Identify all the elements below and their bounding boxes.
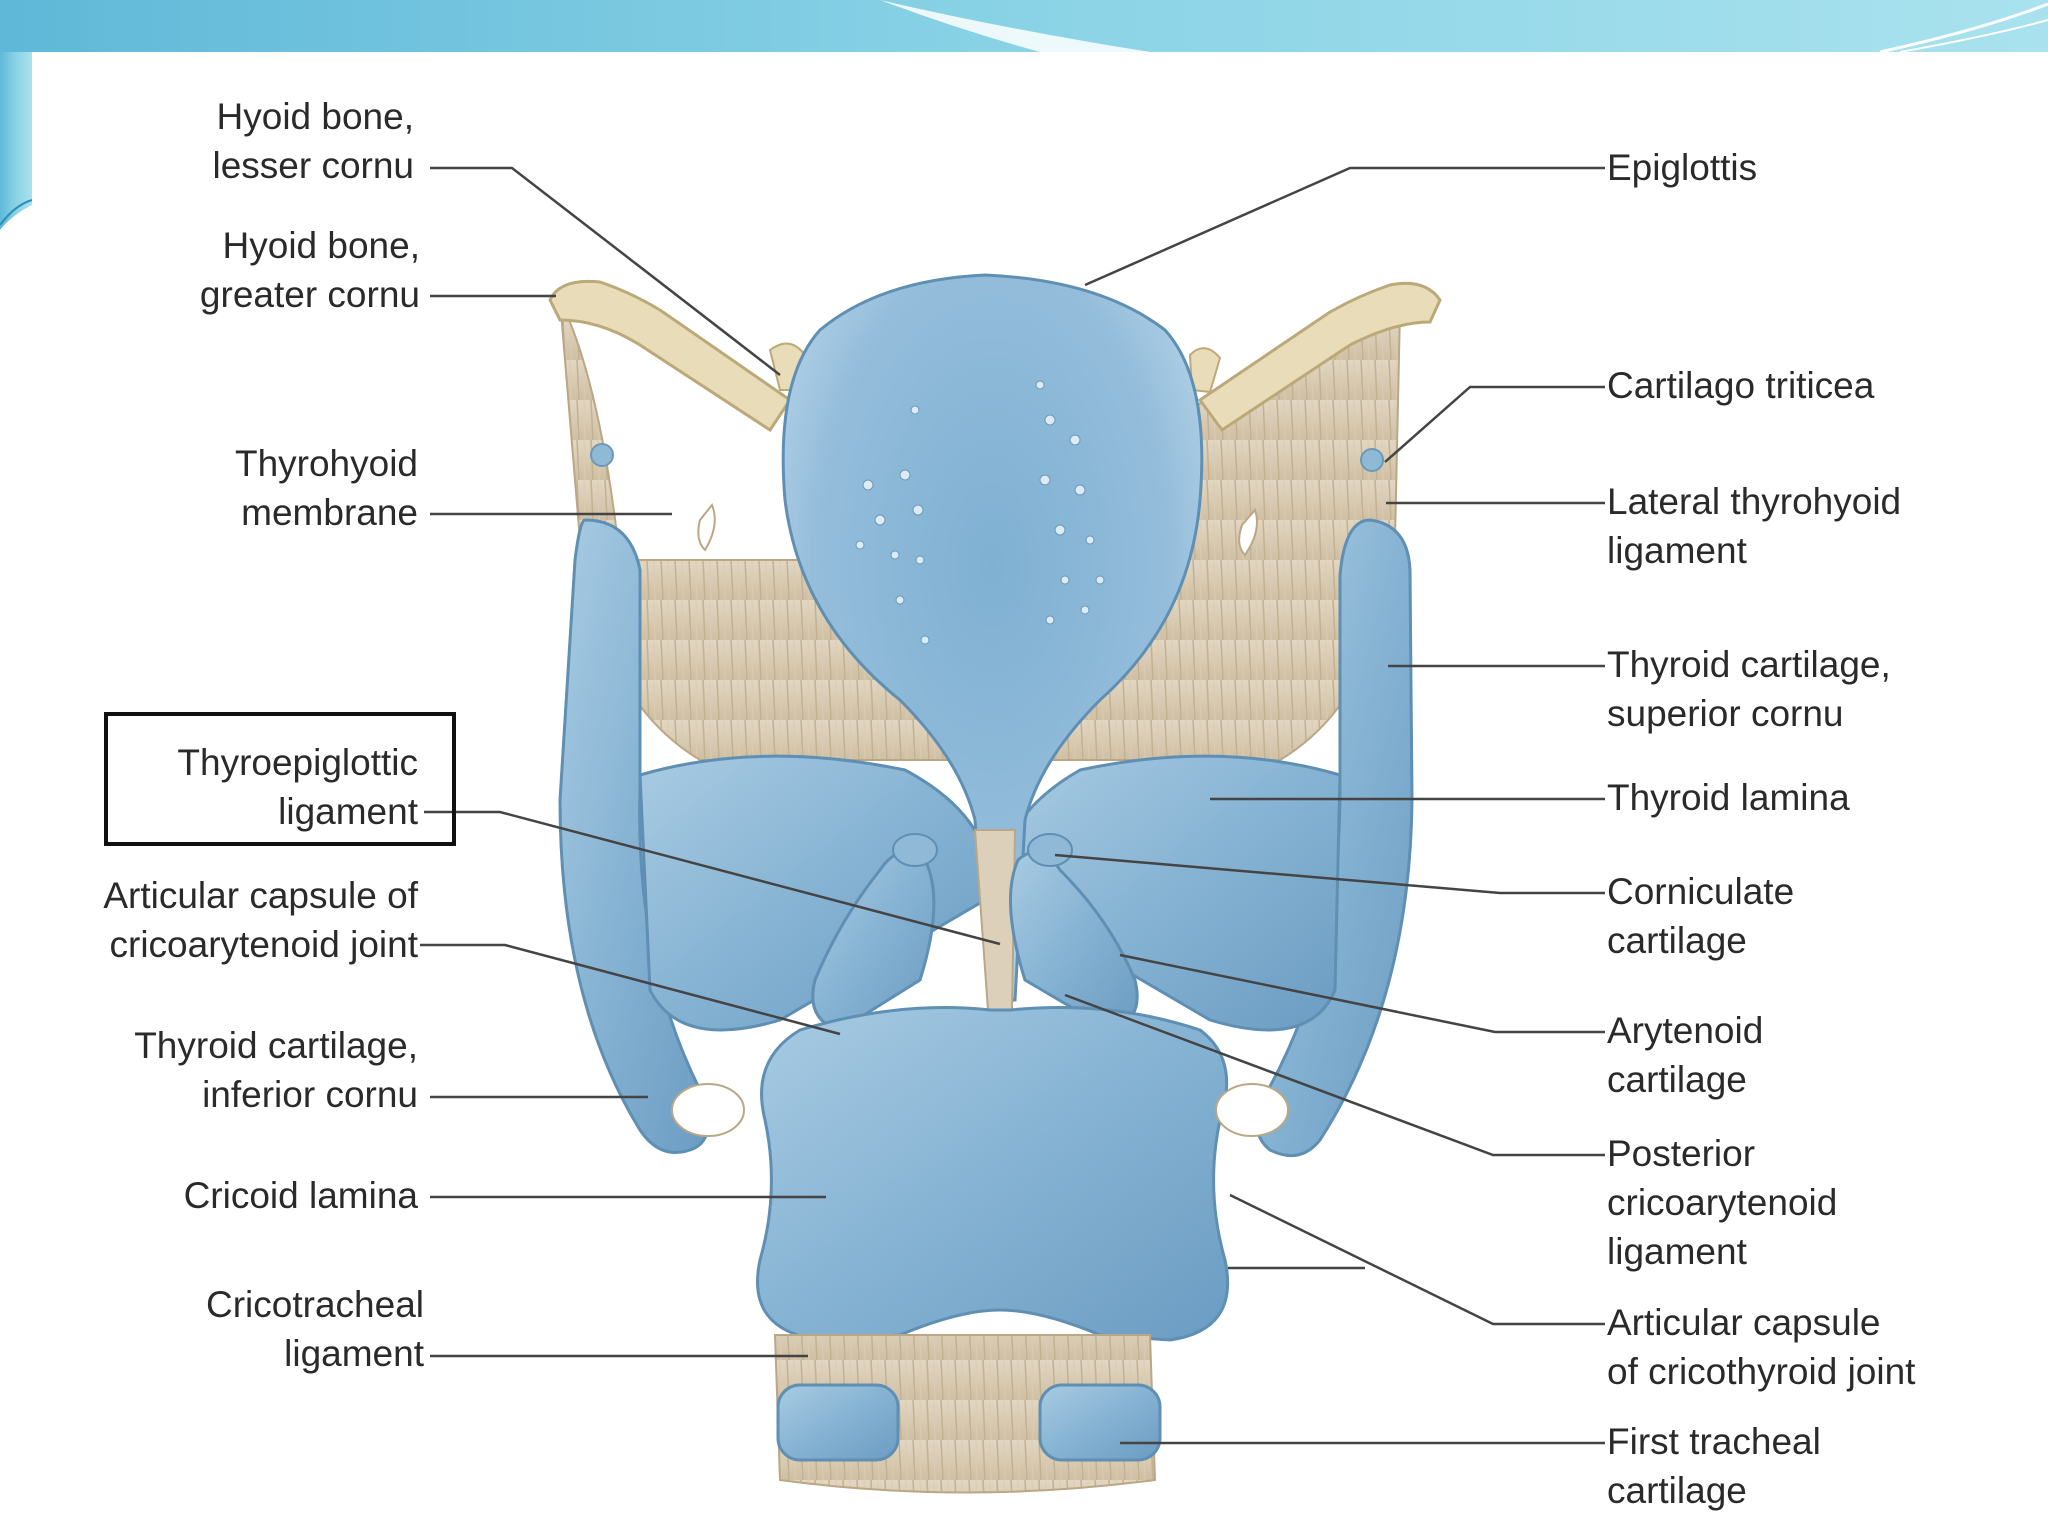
label-articular-capsule-cricothyroid: Articular capsule of cricothyroid joint (1607, 1302, 1916, 1392)
hyoid-lesser-cornu-right (1188, 347, 1222, 394)
label-cricoid-lamina: Cricoid lamina (183, 1175, 418, 1216)
highlight-box (104, 712, 456, 846)
membrane-opening-right (1238, 508, 1258, 557)
label-cricotracheal-ligament: Cricotracheal ligament (206, 1284, 424, 1374)
cartilago-triticea-left (590, 443, 614, 467)
hyoid-greater-cornu-left (548, 279, 793, 433)
leader-thyroepiglottic-ligament (424, 810, 1001, 946)
label-cartilago-triticea: Cartilago triticea (1607, 365, 1875, 406)
hyoid-greater-cornu-right (1197, 281, 1442, 433)
thyroid-lamina-left (638, 754, 992, 1032)
epiglottis-stalk (973, 829, 1017, 1011)
label-hyoid-greater-cornu: Hyoid bone, greater cornu (199, 225, 420, 315)
slide-swoosh-line-3 (0, 199, 33, 226)
leader-arytenoid-cartilage (1119, 953, 1605, 1034)
cricothyroid-gap-right (1215, 1083, 1289, 1137)
label-lateral-thyrohyoid-ligament: Lateral thyrohyoid ligament (1607, 481, 1902, 571)
first-tracheal-cartilage-left (776, 1383, 900, 1462)
slide-swoosh-line (1879, 2, 2048, 54)
label-thyroid-inferior-cornu: Thyroid cartilage, inferior cornu (134, 1025, 418, 1115)
label-articular-capsule-cricoarytenoid: Articular capsule of cricoarytenoid join… (103, 875, 418, 965)
label-first-tracheal-cartilage: First tracheal cartilage (1607, 1421, 1821, 1511)
slide-swoosh-line-2 (1899, 19, 2048, 53)
label-thyroepiglottic-ligament: Thyroepiglottic ligament (177, 742, 418, 832)
label-thyrohyoid-membrane: Thyrohyoid membrane (234, 443, 418, 533)
leader-articular-capsule-cricothyroid (1229, 1193, 1605, 1326)
slide-left-swoosh (0, 52, 32, 230)
cartilago-triticea-right (1360, 448, 1384, 472)
cricothyroid-gap-left (671, 1083, 745, 1137)
first-tracheal-cartilage-right (1038, 1383, 1162, 1462)
corniculate-right (1027, 833, 1073, 867)
leader-epiglottis (1084, 166, 1605, 287)
label-epiglottis: Epiglottis (1607, 147, 1758, 188)
label-arytenoid-cartilage: Arytenoid cartilage (1607, 1010, 1764, 1100)
corniculate-left (892, 833, 938, 867)
label-thyroid-superior-cornu: Thyroid cartilage, superior cornu (1607, 644, 1891, 734)
leader-cartilago-triticea (1384, 385, 1605, 463)
membrane-opening-left (697, 503, 716, 552)
leader-corniculate-cartilage (1054, 853, 1605, 895)
cricoid-lamina-shape (756, 1006, 1230, 1342)
leader-posterior-cricoarytenoid-ligament (1064, 993, 1605, 1157)
label-corniculate-cartilage: Corniculate cartilage (1607, 871, 1795, 961)
label-posterior-cricoarytenoid-ligament: Posterior cricoarytenoid ligament (1607, 1133, 1838, 1272)
epiglottis-pits (855, 380, 1105, 645)
label-thyroid-lamina: Thyroid lamina (1607, 777, 1850, 818)
leader-articular-capsule-cricoarytenoid (420, 943, 841, 1036)
slide-swoosh-white (880, 0, 1150, 52)
label-hyoid-lesser-cornu: Hyoid bone, lesser cornu (212, 96, 414, 186)
leader-hyoid-lesser-cornu (430, 166, 781, 376)
leader-lines (420, 166, 1605, 1445)
